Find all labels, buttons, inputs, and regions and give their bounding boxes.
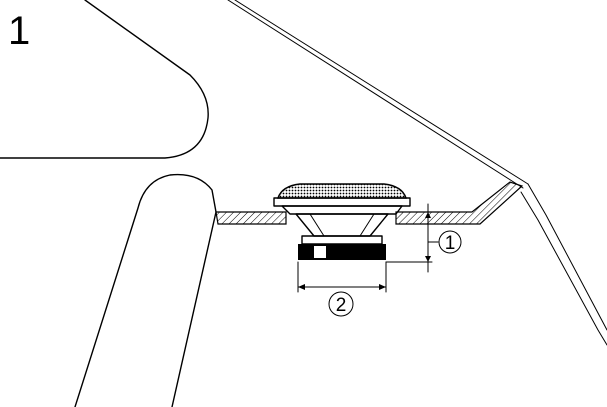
diameter-dim-arrow-right	[379, 284, 386, 290]
diameter-callout-circle	[328, 291, 354, 317]
speaker-magnet-highlight	[314, 246, 326, 258]
speaker-grille	[277, 183, 407, 199]
speaker-basket-inner	[309, 213, 375, 237]
parcel-shelf-left	[215, 211, 287, 225]
trunk-contour-inner	[520, 191, 607, 346]
speaker-mount-plate	[281, 205, 403, 215]
parcel-shelf-right	[395, 181, 524, 225]
depth-callout-number: 1	[445, 233, 456, 254]
speaker-flange	[273, 197, 411, 207]
seat-cushion-outline	[74, 173, 217, 407]
diameter-callout-number: 2	[336, 295, 347, 316]
depth-callout-circle	[438, 230, 462, 254]
speaker-magnet-plate	[301, 235, 383, 245]
depth-dim-arrow-bottom	[425, 256, 431, 262]
figure-number: 1	[8, 9, 30, 53]
rear-window-line-inner	[227, 0, 524, 189]
seat-backrest-outline	[0, 0, 209, 159]
trunk-contour-outer	[527, 183, 607, 331]
diameter-dim-arrow-left	[298, 284, 305, 290]
depth-dim-arrow-top	[425, 212, 431, 218]
rear-window-line-outer	[234, 0, 529, 185]
speaker-basket	[295, 213, 389, 237]
speaker-magnet	[298, 244, 386, 260]
